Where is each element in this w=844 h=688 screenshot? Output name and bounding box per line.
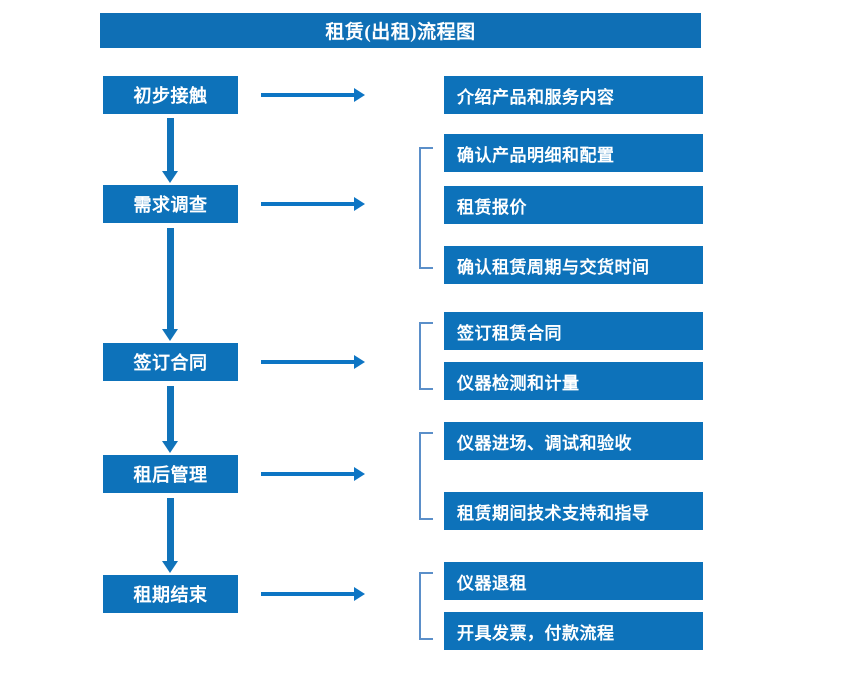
arrow-head (162, 561, 178, 573)
vertical-arrow-4 (158, 498, 182, 573)
arrow-head (354, 88, 365, 102)
page-title: 租赁(出租)流程图 (100, 13, 701, 48)
detail-box-2-3[interactable]: 确认租赁周期与交货时间 (444, 246, 703, 284)
arrow-head (162, 441, 178, 453)
arrow-head (162, 329, 178, 341)
horizontal-arrow-4 (261, 467, 365, 481)
arrow-head (354, 587, 365, 601)
detail-box-4-1[interactable]: 仪器进场、调试和验收 (444, 422, 703, 460)
stage-box-5[interactable]: 租期结束 (103, 575, 238, 613)
arrow-shaft (261, 202, 354, 206)
detail-box-3-2[interactable]: 仪器检测和计量 (444, 362, 703, 400)
arrow-shaft (167, 118, 174, 171)
stage-box-2[interactable]: 需求调查 (103, 185, 238, 223)
arrow-head (162, 171, 178, 183)
group-bracket-3 (419, 322, 433, 390)
detail-box-5-1[interactable]: 仪器退租 (444, 562, 703, 600)
arrow-head (354, 355, 365, 369)
group-bracket-5 (419, 572, 433, 640)
detail-box-2-1[interactable]: 确认产品明细和配置 (444, 134, 703, 172)
vertical-arrow-3 (158, 386, 182, 453)
horizontal-arrow-2 (261, 197, 365, 211)
arrow-head (354, 197, 365, 211)
detail-box-3-1[interactable]: 签订租赁合同 (444, 312, 703, 350)
vertical-arrow-1 (158, 118, 182, 183)
arrow-shaft (261, 472, 354, 476)
arrow-shaft (167, 386, 174, 441)
horizontal-arrow-5 (261, 587, 365, 601)
detail-box-5-2[interactable]: 开具发票，付款流程 (444, 612, 703, 650)
arrow-shaft (261, 360, 354, 364)
detail-box-2-2[interactable]: 租赁报价 (444, 186, 703, 224)
detail-box-4-2[interactable]: 租赁期间技术支持和指导 (444, 492, 703, 530)
stage-box-1[interactable]: 初步接触 (103, 76, 238, 114)
arrow-shaft (167, 228, 174, 329)
vertical-arrow-2 (158, 228, 182, 341)
arrow-shaft (261, 93, 354, 97)
arrow-shaft (167, 498, 174, 561)
group-bracket-4 (419, 432, 433, 520)
horizontal-arrow-3 (261, 355, 365, 369)
stage-box-3[interactable]: 签订合同 (103, 343, 238, 381)
arrow-shaft (261, 592, 354, 596)
stage-box-4[interactable]: 租后管理 (103, 455, 238, 493)
arrow-head (354, 467, 365, 481)
detail-box-1-1[interactable]: 介绍产品和服务内容 (444, 76, 703, 114)
horizontal-arrow-1 (261, 88, 365, 102)
group-bracket-2 (419, 147, 433, 269)
